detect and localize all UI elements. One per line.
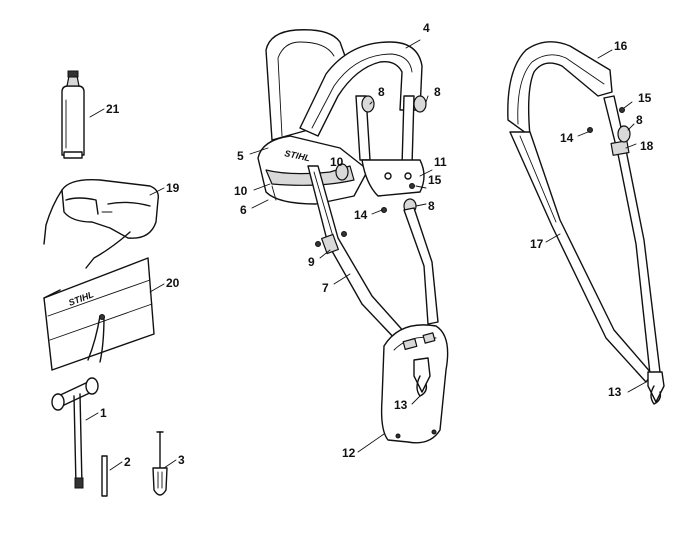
label-10-right: 10 [330,155,344,169]
label-2: 2 [124,455,131,469]
label-6: 6 [240,203,247,217]
label-20: 20 [166,276,180,290]
label-4: 4 [423,21,430,35]
label-15-b: 15 [638,91,652,105]
label-19: 19 [166,181,180,195]
label-14-b: 14 [560,131,574,145]
label-8-a: 8 [378,85,385,99]
label-1: 1 [100,406,107,420]
screwdriver [152,431,168,496]
label-8-c: 8 [428,199,435,213]
label-21: 21 [106,102,120,116]
label-9: 9 [308,255,315,269]
label-15-a: 15 [428,173,442,187]
grease-tube [61,70,85,159]
part-labels: 21 19 20 1 2 3 4 5 6 10 10 9 7 8 8 11 15… [100,21,654,469]
pin [101,455,108,497]
label-13-a: 13 [394,398,408,412]
safety-glasses [43,179,160,269]
label-16: 16 [614,39,628,53]
combination-wrench [51,377,99,489]
tool-pouch: STIHL [43,257,155,371]
label-5: 5 [237,149,244,163]
label-18: 18 [640,139,654,153]
label-17: 17 [530,237,544,251]
full-harness: STIHL [257,29,449,444]
label-10-left: 10 [234,184,248,198]
label-14-a: 14 [354,208,368,222]
label-12: 12 [342,446,356,460]
label-8-d: 8 [636,113,643,127]
label-3: 3 [178,453,185,467]
leader-lines [85,39,647,471]
label-11: 11 [434,155,447,169]
label-13-b: 13 [608,385,622,399]
shoulder-strap [507,41,665,405]
label-8-b: 8 [434,85,441,99]
label-7: 7 [322,281,329,295]
